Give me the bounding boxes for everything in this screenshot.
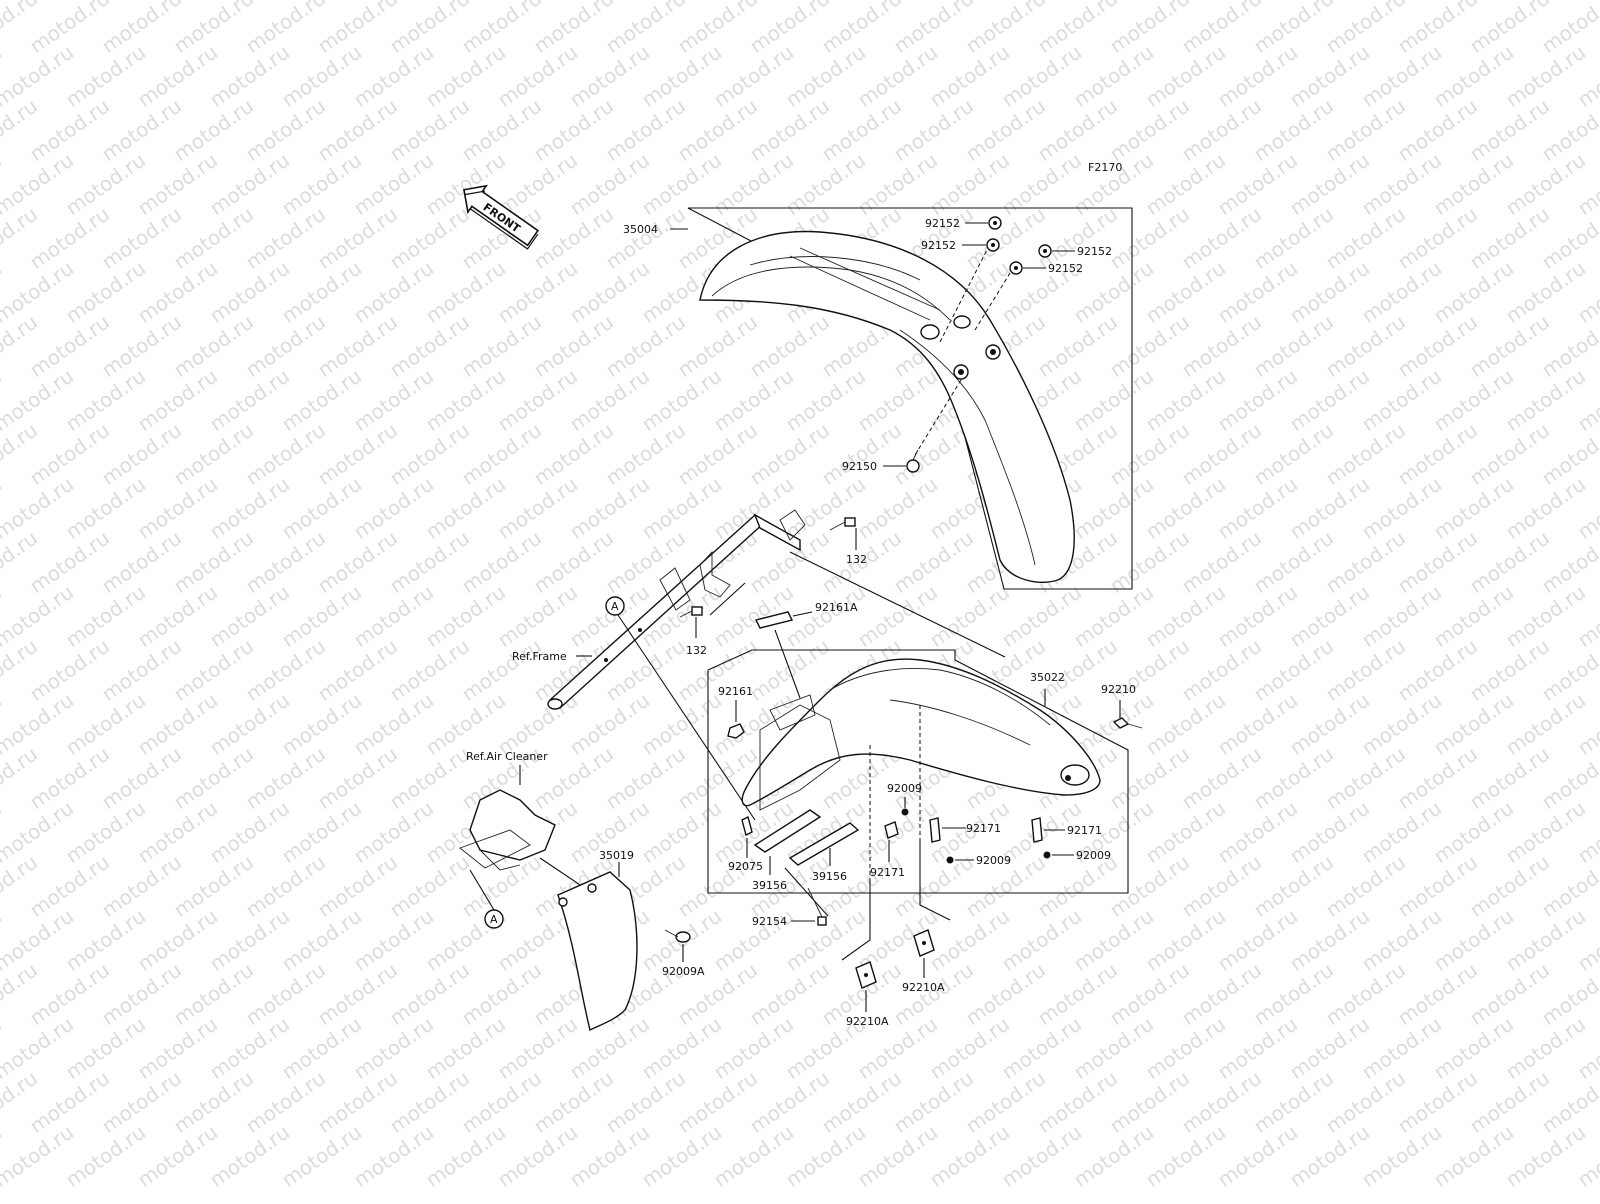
front-fender-35004	[699, 230, 1075, 583]
screw-92009-mid-icon	[901, 808, 909, 816]
clip-92171-right-icon	[929, 817, 1043, 843]
ref-air-cleaner-label: Ref.Air Cleaner	[466, 750, 548, 763]
label-92210A-left: 92210A	[846, 1015, 889, 1028]
label-92075: 92075	[728, 860, 763, 873]
bolt-92150-icon	[906, 449, 920, 473]
label-92009A: 92009A	[662, 965, 705, 978]
label-92171-left: 92171	[870, 866, 905, 879]
label-92009-lower-b: 92009	[1076, 849, 1111, 862]
bolt-132-lower-icon	[679, 606, 703, 618]
label-35022: 35022	[1030, 671, 1065, 684]
label-92009-mid: 92009	[887, 782, 922, 795]
bolt-132-upper-icon	[829, 517, 856, 531]
label-92171-mid: 92171	[966, 822, 1001, 835]
label-92161A: 92161A	[815, 601, 858, 614]
rear-fender-35022	[741, 658, 1101, 880]
label-39156-b: 39156	[812, 870, 847, 883]
callout-a-air-cleaner: A	[484, 909, 504, 929]
svg-text:A: A	[611, 600, 619, 613]
label-92152-b: 92152	[921, 239, 956, 252]
diagram-code: F2170	[1088, 161, 1122, 174]
watermark-text: motod.ru	[1573, 0, 1600, 4]
ref-frame-label: Ref.Frame	[512, 650, 567, 663]
bolt-92154-icon	[807, 887, 827, 926]
label-92009-lower-a: 92009	[976, 854, 1011, 867]
screw-92009A-icon	[664, 929, 691, 943]
nut-92210-icon	[1112, 717, 1143, 729]
label-132-upper: 132	[846, 553, 867, 566]
label-92154: 92154	[752, 915, 787, 928]
label-92152-c: 92152	[1077, 245, 1112, 258]
mud-flap-35019	[557, 871, 638, 1032]
label-132-lower: 132	[686, 644, 707, 657]
label-39156-a: 39156	[752, 879, 787, 892]
label-92152-d: 92152	[1048, 262, 1083, 275]
washer-92152-icon	[986, 216, 1052, 275]
label-92152-a: 92152	[925, 217, 960, 230]
air-cleaner-ref	[459, 789, 556, 871]
clip-92210A-right-icon	[913, 929, 935, 957]
strip-92161A-icon	[754, 611, 794, 629]
clip-92210A-left-icon	[855, 961, 877, 989]
callout-a-frame: A	[605, 596, 625, 616]
label-92210A-right: 92210A	[902, 981, 945, 994]
sub-frame	[547, 509, 806, 710]
label-92171-right: 92171	[1067, 824, 1102, 837]
clip-92171-left-icon	[884, 821, 899, 839]
nut-92161-icon	[727, 723, 745, 739]
label-92150: 92150	[842, 460, 877, 473]
svg-text:A: A	[490, 913, 498, 926]
collar-92075-icon	[741, 815, 753, 837]
label-92161: 92161	[718, 685, 753, 698]
label-35004: 35004	[623, 223, 658, 236]
screw-92009-lower-icon	[946, 851, 1051, 864]
label-35019: 35019	[599, 849, 634, 862]
pad-39156-icon	[753, 809, 860, 866]
label-92210: 92210	[1101, 683, 1136, 696]
rear-fender-box	[707, 649, 1129, 894]
